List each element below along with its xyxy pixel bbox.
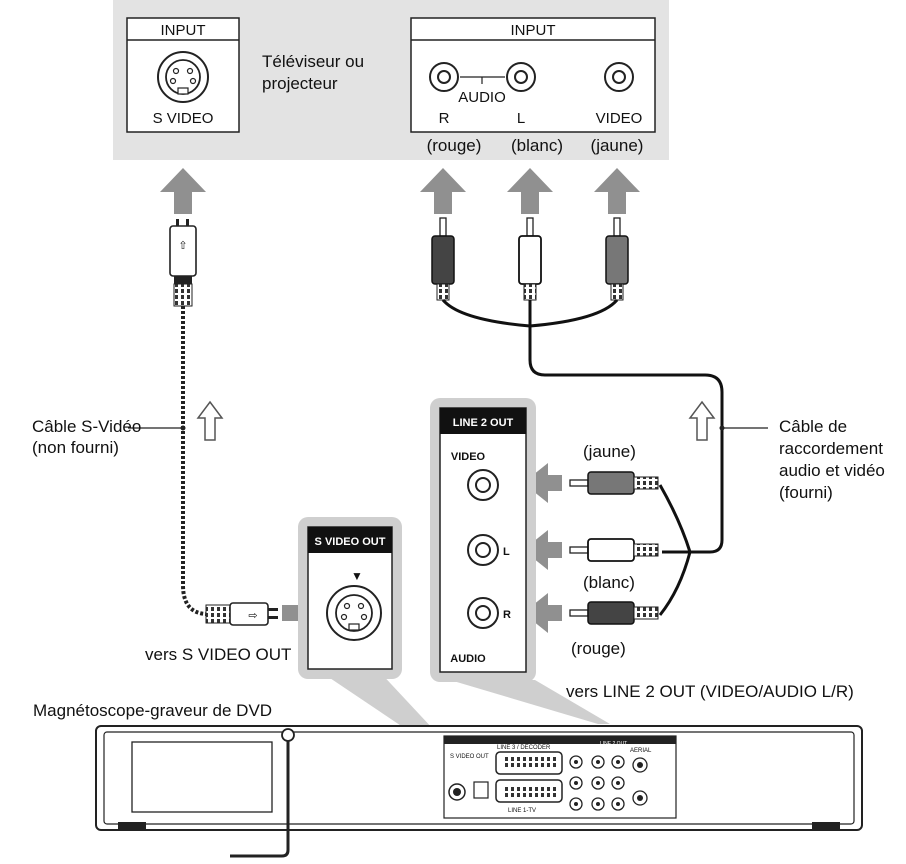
- av-cable-label-line4: (fourni): [779, 483, 833, 502]
- svideo-out-jack-icon: [326, 585, 382, 641]
- caption-recorder: Magnétoscope-graveur de DVD: [33, 701, 272, 720]
- tv-color-white: (blanc): [511, 136, 563, 155]
- svideo-out-panel: S VIDEO OUT ▼: [298, 517, 402, 679]
- tv-color-yellow: (jaune): [591, 136, 644, 155]
- tv-input-right-label: INPUT: [511, 22, 556, 39]
- svideo-jack-icon: [157, 51, 209, 103]
- tv-r-label: R: [439, 110, 450, 127]
- av-cable-label-line2: raccordement: [779, 439, 883, 458]
- tv-panel: INPUT S VIDEO Téléviseur ou projecteur I…: [113, 0, 669, 160]
- line2-zoom-wedge: [450, 680, 610, 724]
- line2-out-header: LINE 2 OUT: [453, 417, 514, 429]
- arrow-left-icon: [523, 593, 562, 633]
- hollow-arrow-icon: [196, 400, 224, 441]
- caption-to-svideo: vers S VIDEO OUT: [145, 645, 291, 664]
- av-cable-label-line3: audio et vidéo: [779, 461, 885, 480]
- rear-svideo-out-label: S VIDEO OUT: [450, 754, 489, 760]
- dvd-recorder-rear: S VIDEO OUT LINE 3 / DECODER LINE 1-TV A…: [95, 725, 863, 858]
- svideo-out-header: S VIDEO OUT: [315, 536, 386, 548]
- arrow-up-icon: [507, 168, 553, 214]
- tv-svideo-label: S VIDEO: [153, 110, 214, 127]
- caption-to-line2: vers LINE 2 OUT (VIDEO/AUDIO L/R): [566, 682, 854, 701]
- arrow-left-icon: [523, 530, 562, 570]
- rca-plug-yellow-bottom: [569, 471, 659, 495]
- tv-video-label: VIDEO: [596, 110, 643, 127]
- line2-r-jack-icon: [467, 597, 499, 629]
- arrow-left-icon: [523, 463, 562, 503]
- jack-yellow-label: (jaune): [583, 442, 636, 461]
- svideo-cable-label-line2: (non fourni): [32, 438, 119, 457]
- tv-rca-input-box: INPUT AUDIO R L VIDEO: [410, 17, 656, 133]
- tv-l-label: L: [517, 110, 525, 127]
- jack-white-label: (blanc): [583, 573, 635, 592]
- rca-jack-l-icon: [506, 62, 536, 92]
- line2-video-jack-icon: [467, 469, 499, 501]
- tv-svideo-input-box: INPUT S VIDEO: [126, 17, 240, 133]
- plug-arrow-icon: ⇨: [248, 610, 257, 622]
- tv-name-line2: projecteur: [262, 74, 338, 93]
- tv-name-line1: Téléviseur ou: [262, 52, 364, 71]
- hollow-arrow-icon: [688, 400, 716, 441]
- rear-line1-label: LINE 1-TV: [508, 808, 536, 814]
- rear-line3-label: LINE 3 / DECODER: [497, 745, 551, 751]
- arrow-up-icon: [594, 168, 640, 214]
- svideo-marker: ▼: [351, 569, 363, 583]
- line2-video-label: VIDEO: [451, 451, 486, 463]
- rca-plug-white-top: [518, 217, 542, 301]
- tv-color-red: (rouge): [427, 136, 482, 155]
- av-cable-label-line1: Câble de: [779, 417, 847, 436]
- rca-plug-red-top: [431, 217, 455, 301]
- rca-plug-red-bottom: [569, 601, 659, 625]
- line2-r-label: R: [503, 609, 511, 621]
- rca-plug-yellow-top: [605, 217, 629, 301]
- line2-audio-label: AUDIO: [450, 653, 486, 665]
- rca-plug-white-bottom: [569, 538, 659, 562]
- svideo-cable-label-line1: Câble S-Vidéo: [32, 417, 141, 436]
- av-cable: [431, 217, 724, 625]
- arrow-up-icon: [420, 168, 466, 214]
- line2-l-jack-icon: [467, 534, 499, 566]
- jack-red-label: (rouge): [571, 639, 626, 658]
- arrow-up-icon: [160, 168, 206, 214]
- svideo-cable: ⇧ ⇨: [169, 219, 278, 626]
- line2-out-panel: LINE 2 OUT VIDEO L R AUDIO: [430, 398, 536, 682]
- tv-audio-label: AUDIO: [458, 89, 506, 106]
- line2-l-label: L: [503, 546, 510, 558]
- signal-direction-arrows: [196, 400, 716, 441]
- rca-jack-r-icon: [429, 62, 459, 92]
- rca-jack-video-icon: [604, 62, 634, 92]
- tv-input-left-label: INPUT: [161, 22, 206, 39]
- plug-arrow-icon: ⇧: [178, 240, 187, 252]
- rear-aerial-label: AERIAL: [630, 748, 652, 754]
- rear-line2-out-label: LINE 2 OUT: [600, 741, 627, 747]
